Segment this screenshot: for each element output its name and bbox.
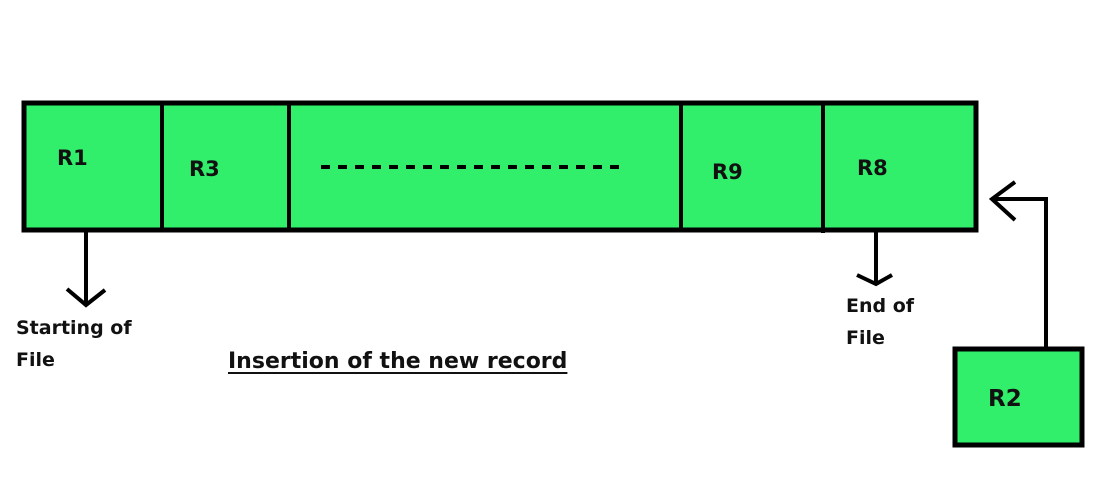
end-arrow-head [856, 273, 893, 287]
start-of-file-line2: File [16, 349, 55, 371]
start-arrow-head [65, 287, 107, 308]
record-label-r2: R2 [988, 386, 1022, 412]
record-label-r1: R1 [57, 146, 88, 170]
new-record-box [952, 346, 1085, 448]
end-of-file-label: End of File [846, 290, 914, 354]
insertion-arrow-head [988, 180, 1017, 222]
diagram-title: Insertion of the new record [228, 349, 568, 374]
record-label-r9: R9 [712, 160, 743, 184]
end-of-file-line1: End of [846, 295, 915, 317]
record-label-r8: R8 [857, 156, 888, 180]
start-of-file-label: Starting of File [16, 312, 132, 376]
record-label-r3: R3 [189, 157, 220, 181]
start-of-file-line1: Starting of [16, 317, 132, 339]
end-of-file-line2: File [846, 327, 885, 349]
insertion-arrow-path [992, 197, 1048, 349]
